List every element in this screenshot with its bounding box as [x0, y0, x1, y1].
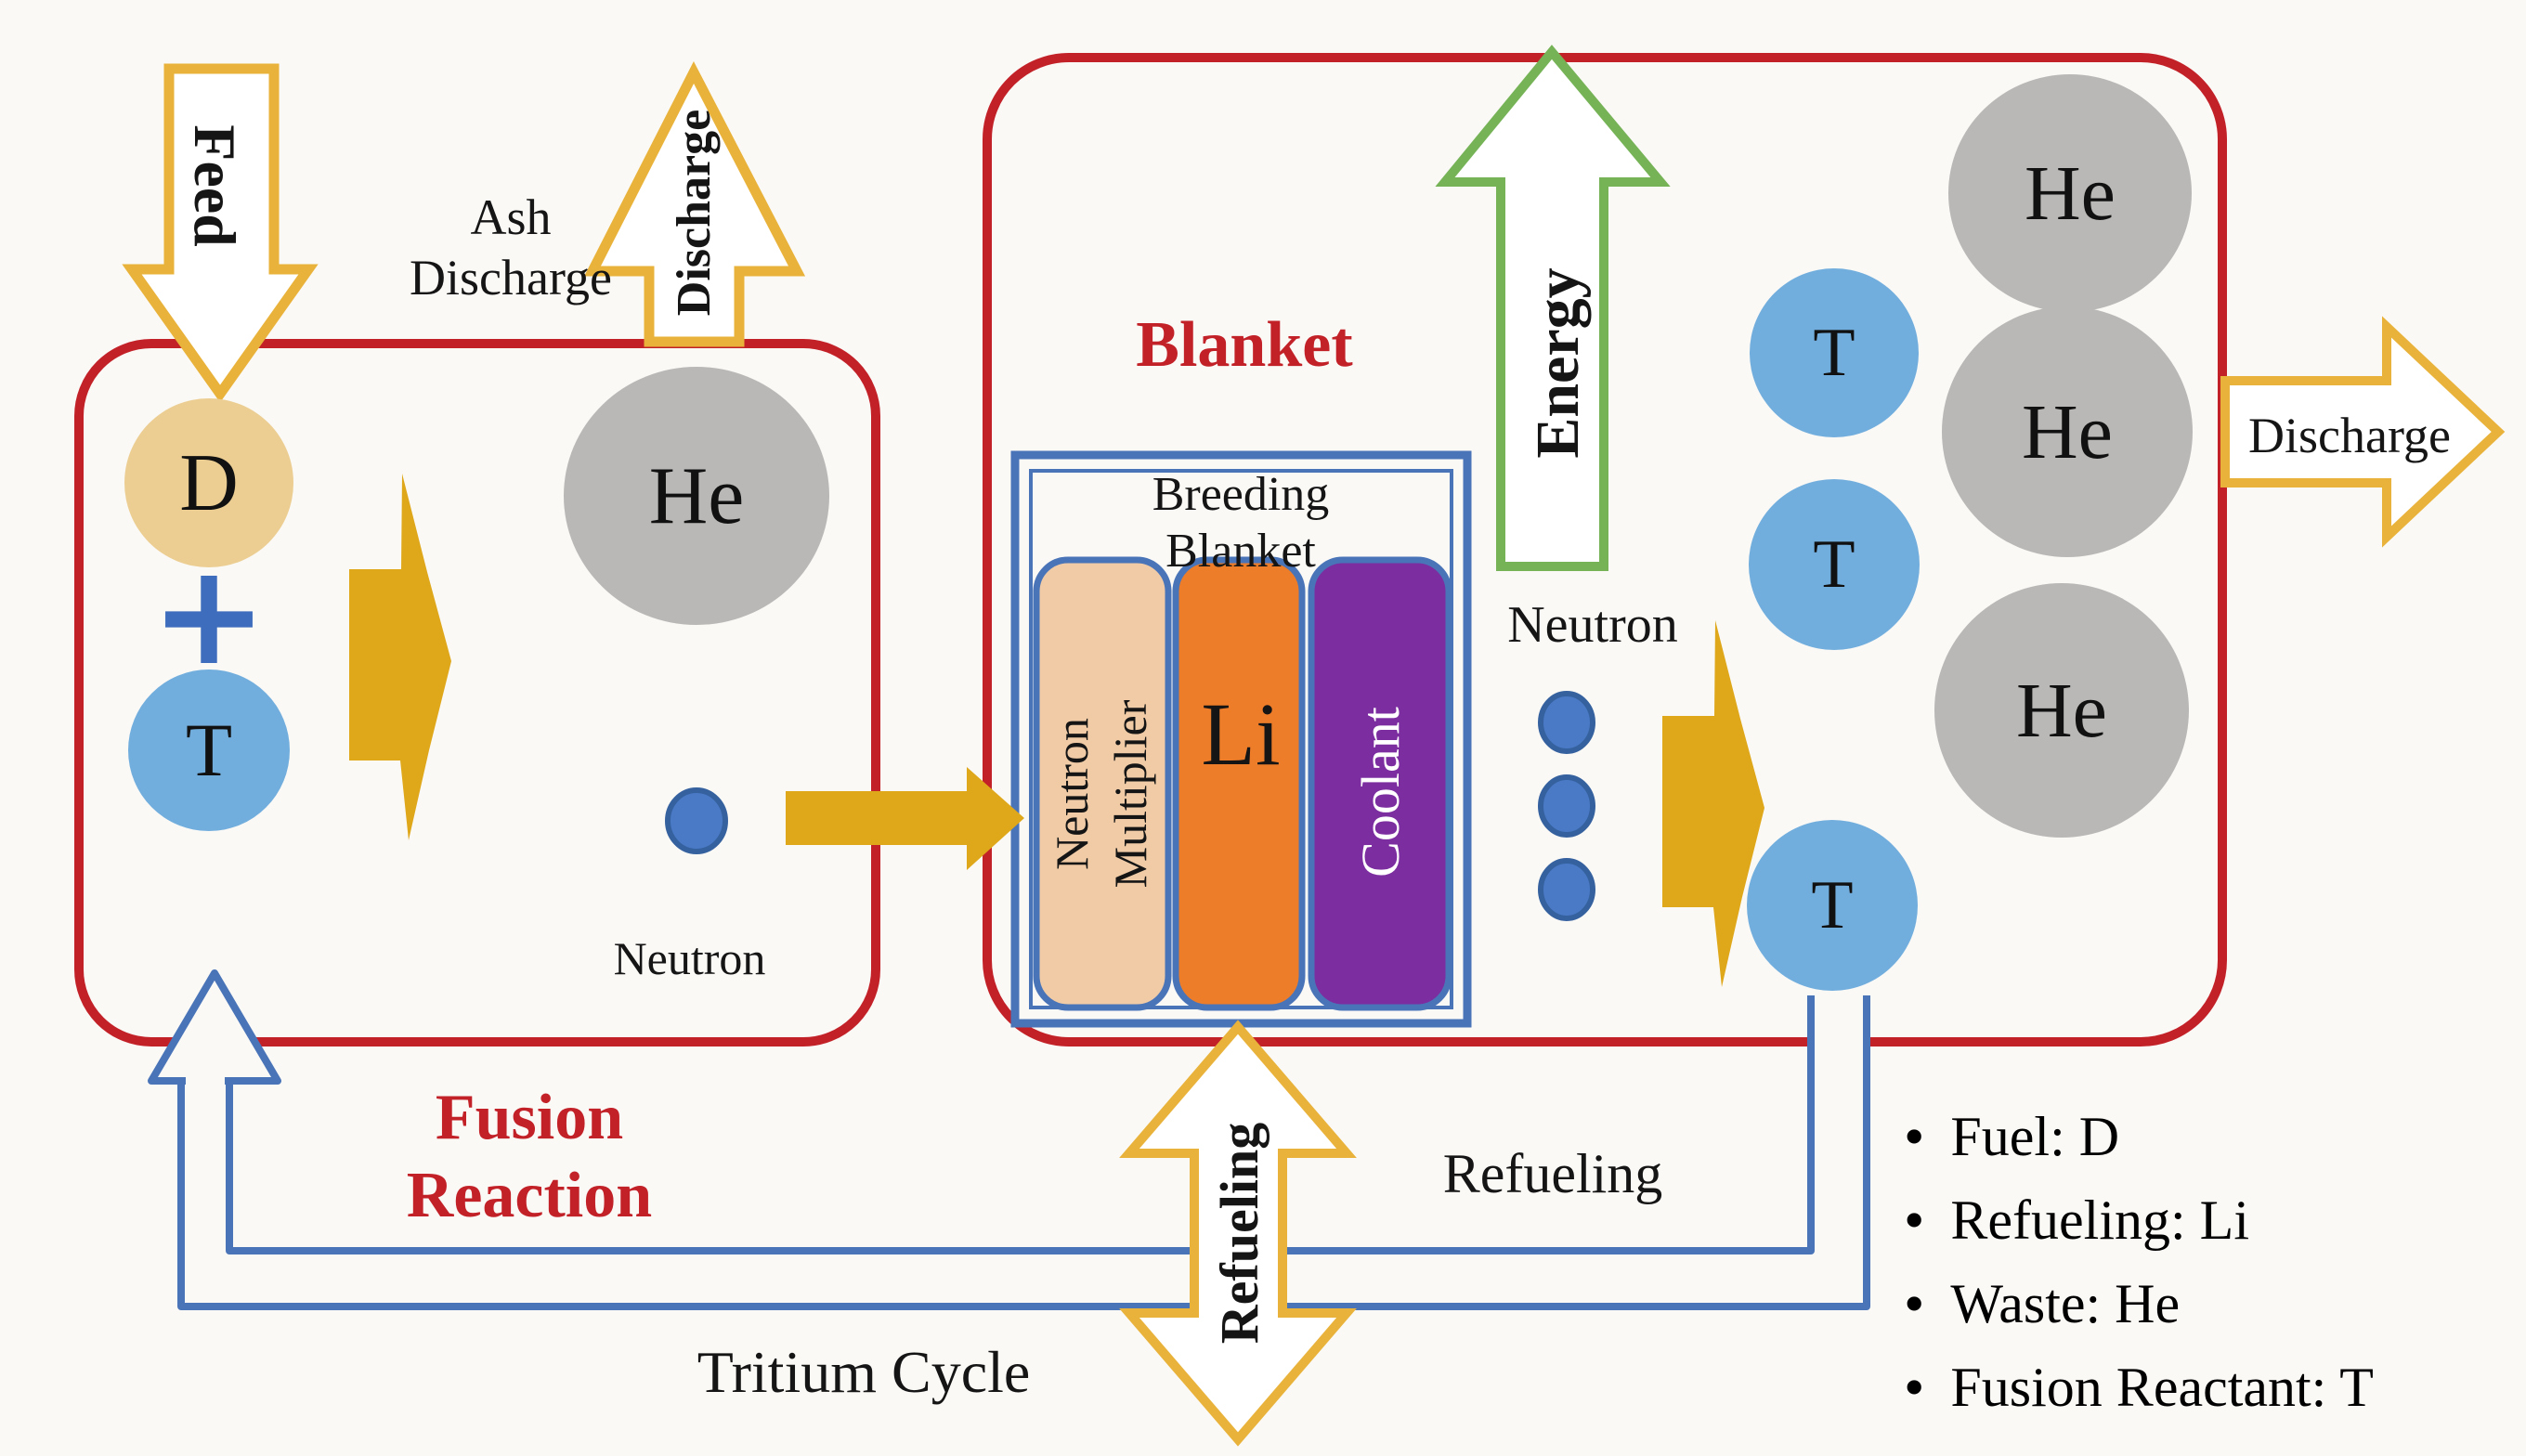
neutron-dot-icon	[665, 787, 728, 854]
t-particle: T	[1750, 268, 1919, 437]
fusion-energy-chevron-icon	[349, 474, 451, 840]
energy-arrow-icon	[1435, 45, 1671, 571]
neutron-dot-icon	[1538, 691, 1595, 754]
neutron-transfer-arrow-icon	[786, 767, 1024, 870]
bullet-icon: •	[1904, 1270, 1925, 1336]
blanket-title: Blanket	[1136, 309, 1353, 381]
legend-item-text: Refueling: Li	[1950, 1190, 2249, 1251]
ash-discharge-line2: Discharge	[410, 249, 612, 306]
bullet-icon: •	[1904, 1187, 1925, 1253]
plus-icon: +	[150, 535, 267, 696]
neutron-dot-icon	[1538, 858, 1595, 921]
neutron-multiplier-line1: Neutron	[1046, 718, 1098, 870]
breeding-title-line1: Breeding	[1152, 468, 1330, 521]
blanket-box	[983, 53, 2227, 1046]
legend: • Fuel: D • Refueling: Li • Waste: He • …	[1904, 1107, 2374, 1441]
bullet-icon: •	[1904, 1354, 1925, 1420]
blanket-neutron-label: Neutron	[1507, 596, 1678, 654]
legend-item-text: Waste: He	[1950, 1273, 2181, 1334]
he-particle: He	[1934, 583, 2189, 838]
ash-discharge-arrow-icon	[584, 60, 806, 347]
discharge-right-arrow-icon	[2220, 316, 2506, 548]
discharge-right-label: Discharge	[2248, 408, 2451, 463]
he-particle: He	[1942, 306, 2193, 557]
refueling-arrow-label: Refueling	[1209, 1122, 1270, 1345]
he-particle: He	[1948, 74, 2192, 312]
refueling-label: Refueling	[1442, 1143, 1663, 1204]
fusion-neutron-label: Neutron	[613, 932, 766, 984]
ash-discharge-label: Ash Discharge	[371, 188, 650, 308]
neutron-dot-icon	[1538, 774, 1595, 838]
bullet-icon: •	[1904, 1103, 1925, 1169]
coolant-column	[1308, 556, 1452, 1011]
breeding-blanket-box-outer	[1010, 450, 1472, 1028]
t-particle: T	[1749, 479, 1920, 650]
fusion-reaction-title: Fusion Reaction	[406, 1082, 653, 1231]
feed-arrow-label: Feed	[182, 124, 248, 247]
breeding-blanket-title: Breeding Blanket	[1068, 466, 1413, 580]
d-particle: D	[124, 398, 293, 567]
energy-arrow-label: Energy	[1524, 267, 1592, 459]
refueling-arrow-icon	[1119, 1020, 1357, 1447]
ash-discharge-arrow-label: Discharge	[668, 109, 721, 317]
fusion-reaction-box	[74, 339, 880, 1046]
coolant-label: Coolant	[1350, 707, 1411, 878]
li-label: Li	[1201, 684, 1281, 784]
neutron-multiplier-line2: Multiplier	[1103, 699, 1156, 889]
legend-item-text: Fuel: D	[1950, 1106, 2120, 1167]
tritium-return-arrow-icon	[148, 969, 281, 1085]
tritium-return-arrow-joint	[186, 1075, 225, 1086]
legend-item: • Refueling: Li	[1904, 1190, 2374, 1250]
legend-item: • Fuel: D	[1904, 1107, 2374, 1166]
legend-item: • Fusion Reactant: T	[1904, 1358, 2374, 1417]
neutron-multiplier-label: Neutron Multiplier	[1043, 590, 1164, 998]
breeding-chevron-icon	[1662, 620, 1764, 987]
neutron-multiplier-column	[1033, 556, 1172, 1011]
tritium-cycle-label: Tritium Cycle	[697, 1339, 1031, 1405]
t-particle: T	[128, 670, 290, 831]
li-column	[1172, 556, 1306, 1011]
he-particle: He	[564, 367, 829, 625]
tritium-pipe-inner-edge	[226, 995, 1815, 1254]
legend-item-text: Fusion Reactant: T	[1950, 1357, 2374, 1418]
t-particle: T	[1747, 820, 1918, 991]
ash-discharge-line1: Ash	[470, 189, 552, 245]
feed-arrow-icon	[122, 63, 319, 403]
tritium-pipe-channel	[180, 995, 1864, 1304]
tritium-pipe-outer-edge	[177, 995, 1870, 1310]
breeding-title-line2: Blanket	[1165, 525, 1316, 578]
legend-item: • Waste: He	[1904, 1274, 2374, 1333]
